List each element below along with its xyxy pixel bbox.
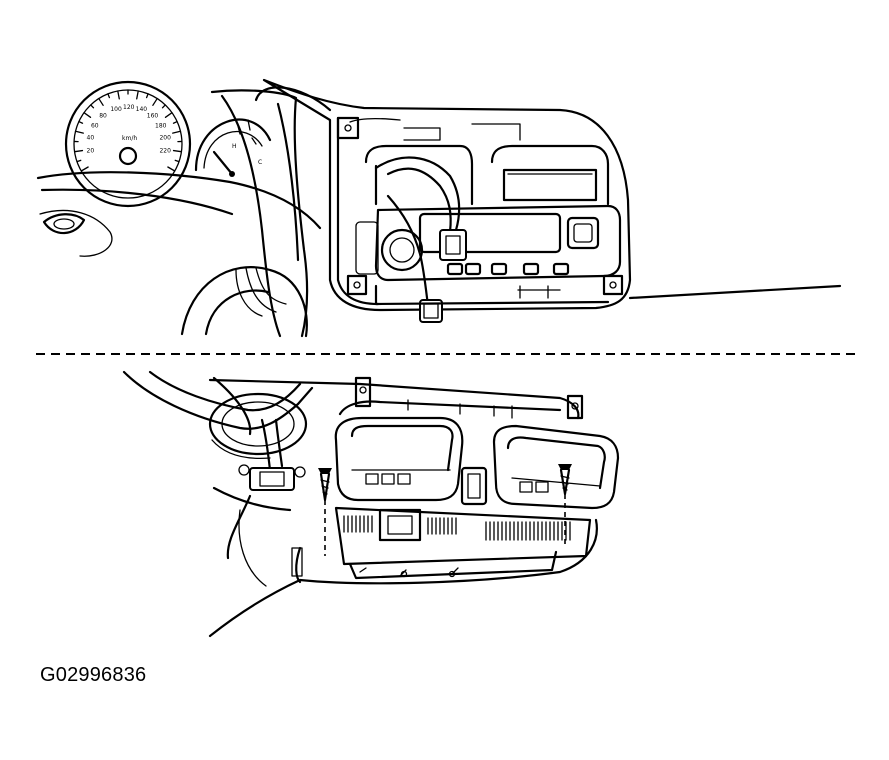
speedometer-tick	[164, 112, 173, 118]
wiring-harness-connector	[374, 156, 467, 323]
speedometer-tick	[73, 149, 84, 153]
left-vent-housing	[334, 416, 464, 502]
speedometer-scale-label: 200	[159, 135, 171, 142]
speedometer-scale-label: 100	[110, 106, 122, 113]
center-switch	[460, 466, 488, 506]
electrical-connector	[439, 229, 467, 261]
left-vent	[42, 213, 86, 235]
speedometer-tick	[98, 97, 104, 106]
speedometer-tick	[145, 93, 149, 99]
right-screw	[558, 464, 572, 548]
speedometer-scale-label: 180	[155, 123, 167, 130]
speedometer-scale-label: 40	[87, 135, 95, 142]
gauge-label-c: C	[258, 159, 262, 166]
speedometer-tick	[172, 130, 182, 134]
right-vent-housing	[492, 424, 620, 510]
speedometer-scale-label: 120	[123, 104, 135, 111]
control-button-2	[464, 262, 482, 276]
control-button-4	[522, 262, 540, 276]
speedometer-tick	[172, 149, 183, 153]
steering-column-arm	[122, 370, 314, 430]
figure-id-label: G02996836	[40, 664, 147, 686]
speedometer-tick	[174, 159, 180, 163]
dash-lower-edge	[628, 284, 842, 300]
instrument-panel-outline	[262, 78, 632, 312]
temperature-gauge: H C	[194, 118, 272, 177]
control-module-back	[334, 506, 592, 580]
speedometer-scale-label: 160	[147, 113, 159, 120]
speedometer-tick	[161, 104, 166, 109]
column-collar	[208, 392, 308, 456]
speedometer-tick	[117, 90, 120, 100]
center-vents	[364, 144, 474, 206]
speedometer-tick	[80, 166, 89, 172]
speedometer-tick	[74, 130, 84, 134]
speedometer-tick	[90, 104, 95, 109]
instrument-panel-lower	[208, 378, 580, 420]
speedometer-tick	[152, 97, 158, 106]
speedometer-scale-label: 80	[99, 113, 107, 120]
gauge-label-h: H	[232, 143, 237, 150]
speedometer-unit-label: km/h	[122, 135, 137, 142]
speedometer-tick	[136, 90, 139, 100]
lower-connector	[249, 467, 295, 491]
control-button-5	[552, 262, 570, 276]
speedometer-tick	[76, 159, 82, 163]
speedometer-tick	[167, 166, 176, 172]
speedometer-tick	[172, 120, 178, 124]
speedometer-tick	[107, 93, 111, 99]
speedometer-tick	[78, 120, 84, 124]
left-screw	[318, 468, 332, 556]
climate-control-panel	[355, 204, 622, 282]
speedometer-scale-label: 220	[159, 147, 171, 154]
bottom-view	[122, 370, 620, 638]
control-button-1	[446, 262, 464, 276]
rotary-knob	[380, 228, 424, 272]
speedometer-scale-label: 140	[136, 106, 148, 113]
speedometer-tick	[83, 112, 92, 118]
steering-wheel-rim	[210, 89, 309, 338]
speedometer-scale-label: 60	[91, 123, 99, 130]
control-button-3	[490, 262, 508, 276]
connector-plug	[419, 299, 443, 323]
speedometer-scale-label: 20	[87, 147, 95, 154]
